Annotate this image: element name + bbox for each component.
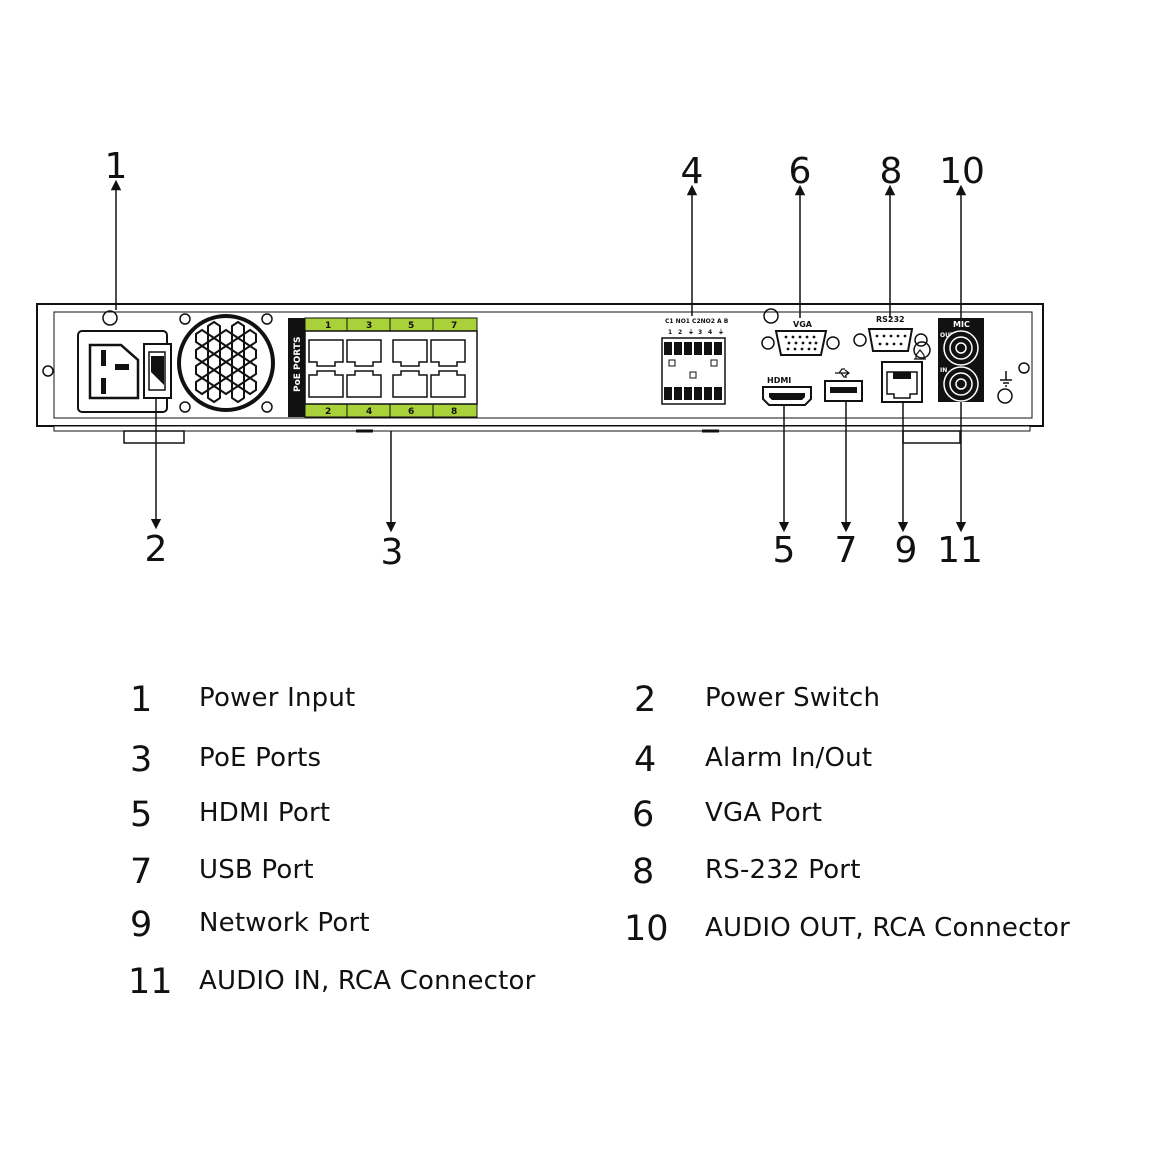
- legend-num-6: 6: [632, 795, 655, 835]
- callout-9: 9: [895, 530, 918, 571]
- vga-label: VGA: [793, 320, 813, 329]
- audio-out-label: OUT: [940, 332, 955, 339]
- callout-3: 3: [381, 532, 404, 573]
- legend-label-3: PoE Ports: [199, 743, 322, 773]
- callout-7: 7: [835, 530, 858, 571]
- network-port: [881, 341, 931, 403]
- legend-label-2: Power Switch: [705, 683, 881, 713]
- legend-num-4: 4: [634, 740, 657, 780]
- alarm-pin-gnd-2: ⏚: [718, 329, 724, 336]
- rs232-label: RS232: [876, 315, 905, 324]
- alarm-pin-gnd-1: ⏚: [688, 329, 694, 336]
- legend-num-3: 3: [130, 740, 153, 780]
- legend-num-2: 2: [634, 680, 657, 720]
- fan-grille: [177, 313, 275, 413]
- poe-label-8: 8: [451, 407, 457, 417]
- hdmi-port: HDMI: [762, 376, 812, 406]
- legend-label-11: AUDIO IN, RCA Connector: [199, 966, 536, 996]
- legend-label-5: HDMI Port: [199, 798, 331, 828]
- legend-label-7: USB Port: [199, 855, 314, 885]
- legend-num-11: 11: [128, 962, 173, 1002]
- legend-label-10: AUDIO OUT, RCA Connector: [705, 913, 1071, 943]
- legend-num-7: 7: [130, 852, 153, 892]
- poe-ports-block: PoE PORTS 1 3 5 7 2 4 6 8: [288, 317, 478, 418]
- alarm-pin-4: 4: [708, 329, 712, 336]
- alarm-header: C1 NO1 C2NO2 A B: [665, 318, 729, 325]
- alarm-pin-2: 2: [678, 329, 682, 336]
- legend-num-1: 1: [130, 680, 153, 720]
- poe-label-4: 4: [366, 407, 372, 417]
- poe-label-2: 2: [325, 407, 331, 417]
- poe-ports-label: PoE PORTS: [293, 337, 303, 392]
- alarm-pin-3: 3: [698, 329, 702, 336]
- rs232-connector: RS232: [853, 315, 928, 352]
- poe-label-5: 5: [408, 321, 414, 331]
- legend-num-5: 5: [130, 795, 153, 835]
- power-switch: [143, 343, 172, 399]
- legend-label-6: VGA Port: [705, 798, 823, 828]
- alarm-pin-1: 1: [668, 329, 672, 336]
- legend-label-4: Alarm In/Out: [705, 743, 873, 773]
- legend-label-8: RS-232 Port: [705, 855, 861, 885]
- legend-num-10: 10: [624, 909, 669, 949]
- callout-lines: [110, 179, 967, 533]
- poe-label-6: 6: [408, 407, 414, 417]
- poe-label-3: 3: [366, 321, 372, 331]
- usb-port: [824, 368, 863, 402]
- callout-1: 1: [105, 146, 128, 187]
- audio-block: MIC OUT IN: [938, 318, 1013, 404]
- legend-num-8: 8: [632, 852, 655, 892]
- poe-label-7: 7: [451, 321, 457, 331]
- callout-11: 11: [937, 530, 983, 571]
- legend-num-9: 9: [130, 905, 153, 945]
- callout-5: 5: [773, 530, 796, 571]
- callout-2: 2: [145, 529, 168, 570]
- mic-label: MIC: [953, 320, 970, 329]
- legend-label-1: Power Input: [199, 683, 356, 713]
- vga-connector: VGA: [761, 308, 840, 356]
- callout-4: 4: [681, 151, 704, 192]
- hdmi-label: HDMI: [767, 376, 791, 385]
- audio-in-label: IN: [940, 367, 947, 374]
- legend-label-9: Network Port: [199, 908, 370, 938]
- callout-10: 10: [939, 151, 985, 192]
- poe-label-1: 1: [325, 321, 331, 331]
- callout-8: 8: [880, 151, 903, 192]
- alarm-terminal: C1 NO1 C2NO2 A B 1 2 ⏚ 3 4 ⏚: [661, 318, 729, 405]
- callout-6: 6: [789, 151, 812, 192]
